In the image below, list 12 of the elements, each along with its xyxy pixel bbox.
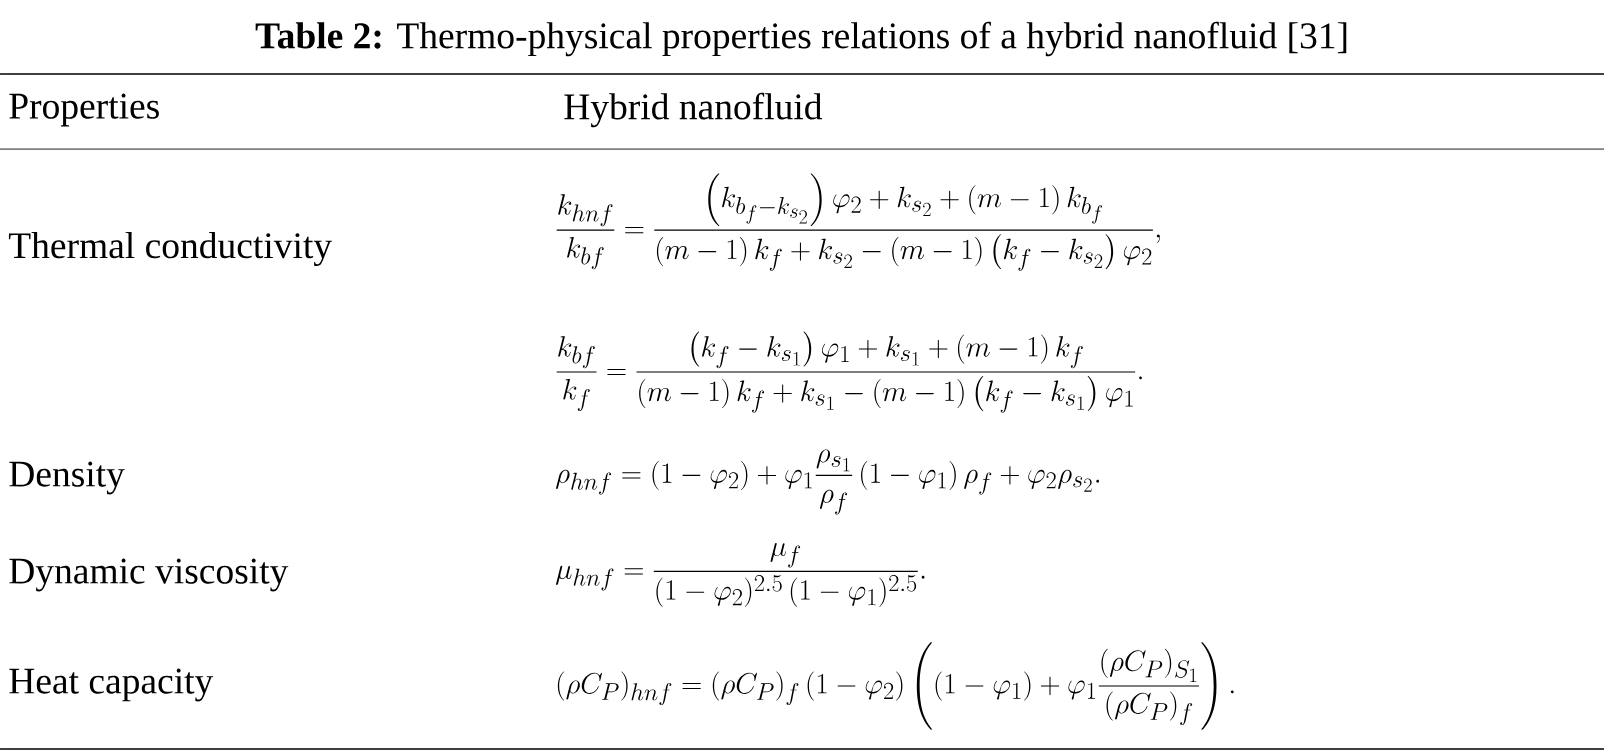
column-header: Properties <box>9 93 159 127</box>
formula: $\mu_{hnf}=\frac{\mu_f}{(1-\varphi_2)^{2.5}\,(1-\varphi_1)^{2.5}}.$ <box>556 542 925 607</box>
column-header: Hybrid nanofluid <box>564 92 823 128</box>
row-label: Thermal conductivity <box>8 231 332 267</box>
row-label: Heat capacity <box>9 668 214 702</box>
formula: $\frac{k_{hnf}}{k_{bf}}=\frac{\left(k_{b_f-k_{s_2}}\right)\varphi_2+k_{s_2}+(m-1)\,k_{b_f}}{(m-1)\,k_f+k_{s_2}-(m-1)\left(k_f-k_{s_2}\right)\varphi_2},$ <box>556 173 1160 271</box>
formula: $\frac{k_{bf}}{k_f}=\frac{\left(k_f-k_{s_1}\right)\varphi_1+k_{s_1}+(m-1)\,k_f}{(m-1)\,k_f+k_{s_1}-(m-1)\left(k_f-k_{s_1}\right)\varphi_1}.$ <box>556 331 1142 413</box>
row-label: Density <box>9 461 125 495</box>
formula: $\rho_{hnf}=(1-\varphi_2)+\varphi_1\frac{\rho_{s_1}}{\rho_f}\,(1-\varphi_1)\,\rho_f+\varphi_2\rho_{s_2}.$ <box>556 449 1100 515</box>
row-label: Dynamic viscosity <box>9 558 289 592</box>
table-title: Table 2: Thermo-physical properties relations of a hybrid nanofluid [31] <box>255 21 1347 57</box>
formula: $(\rho C_P)_{hnf}=(\rho C_P)_f\,(1-\varphi_2)\left((1-\varphi_1)+\varphi_1\frac{(\rho C_P)_{S_1}}{(\rho C_P)_f}\right).$ <box>557 642 1234 730</box>
